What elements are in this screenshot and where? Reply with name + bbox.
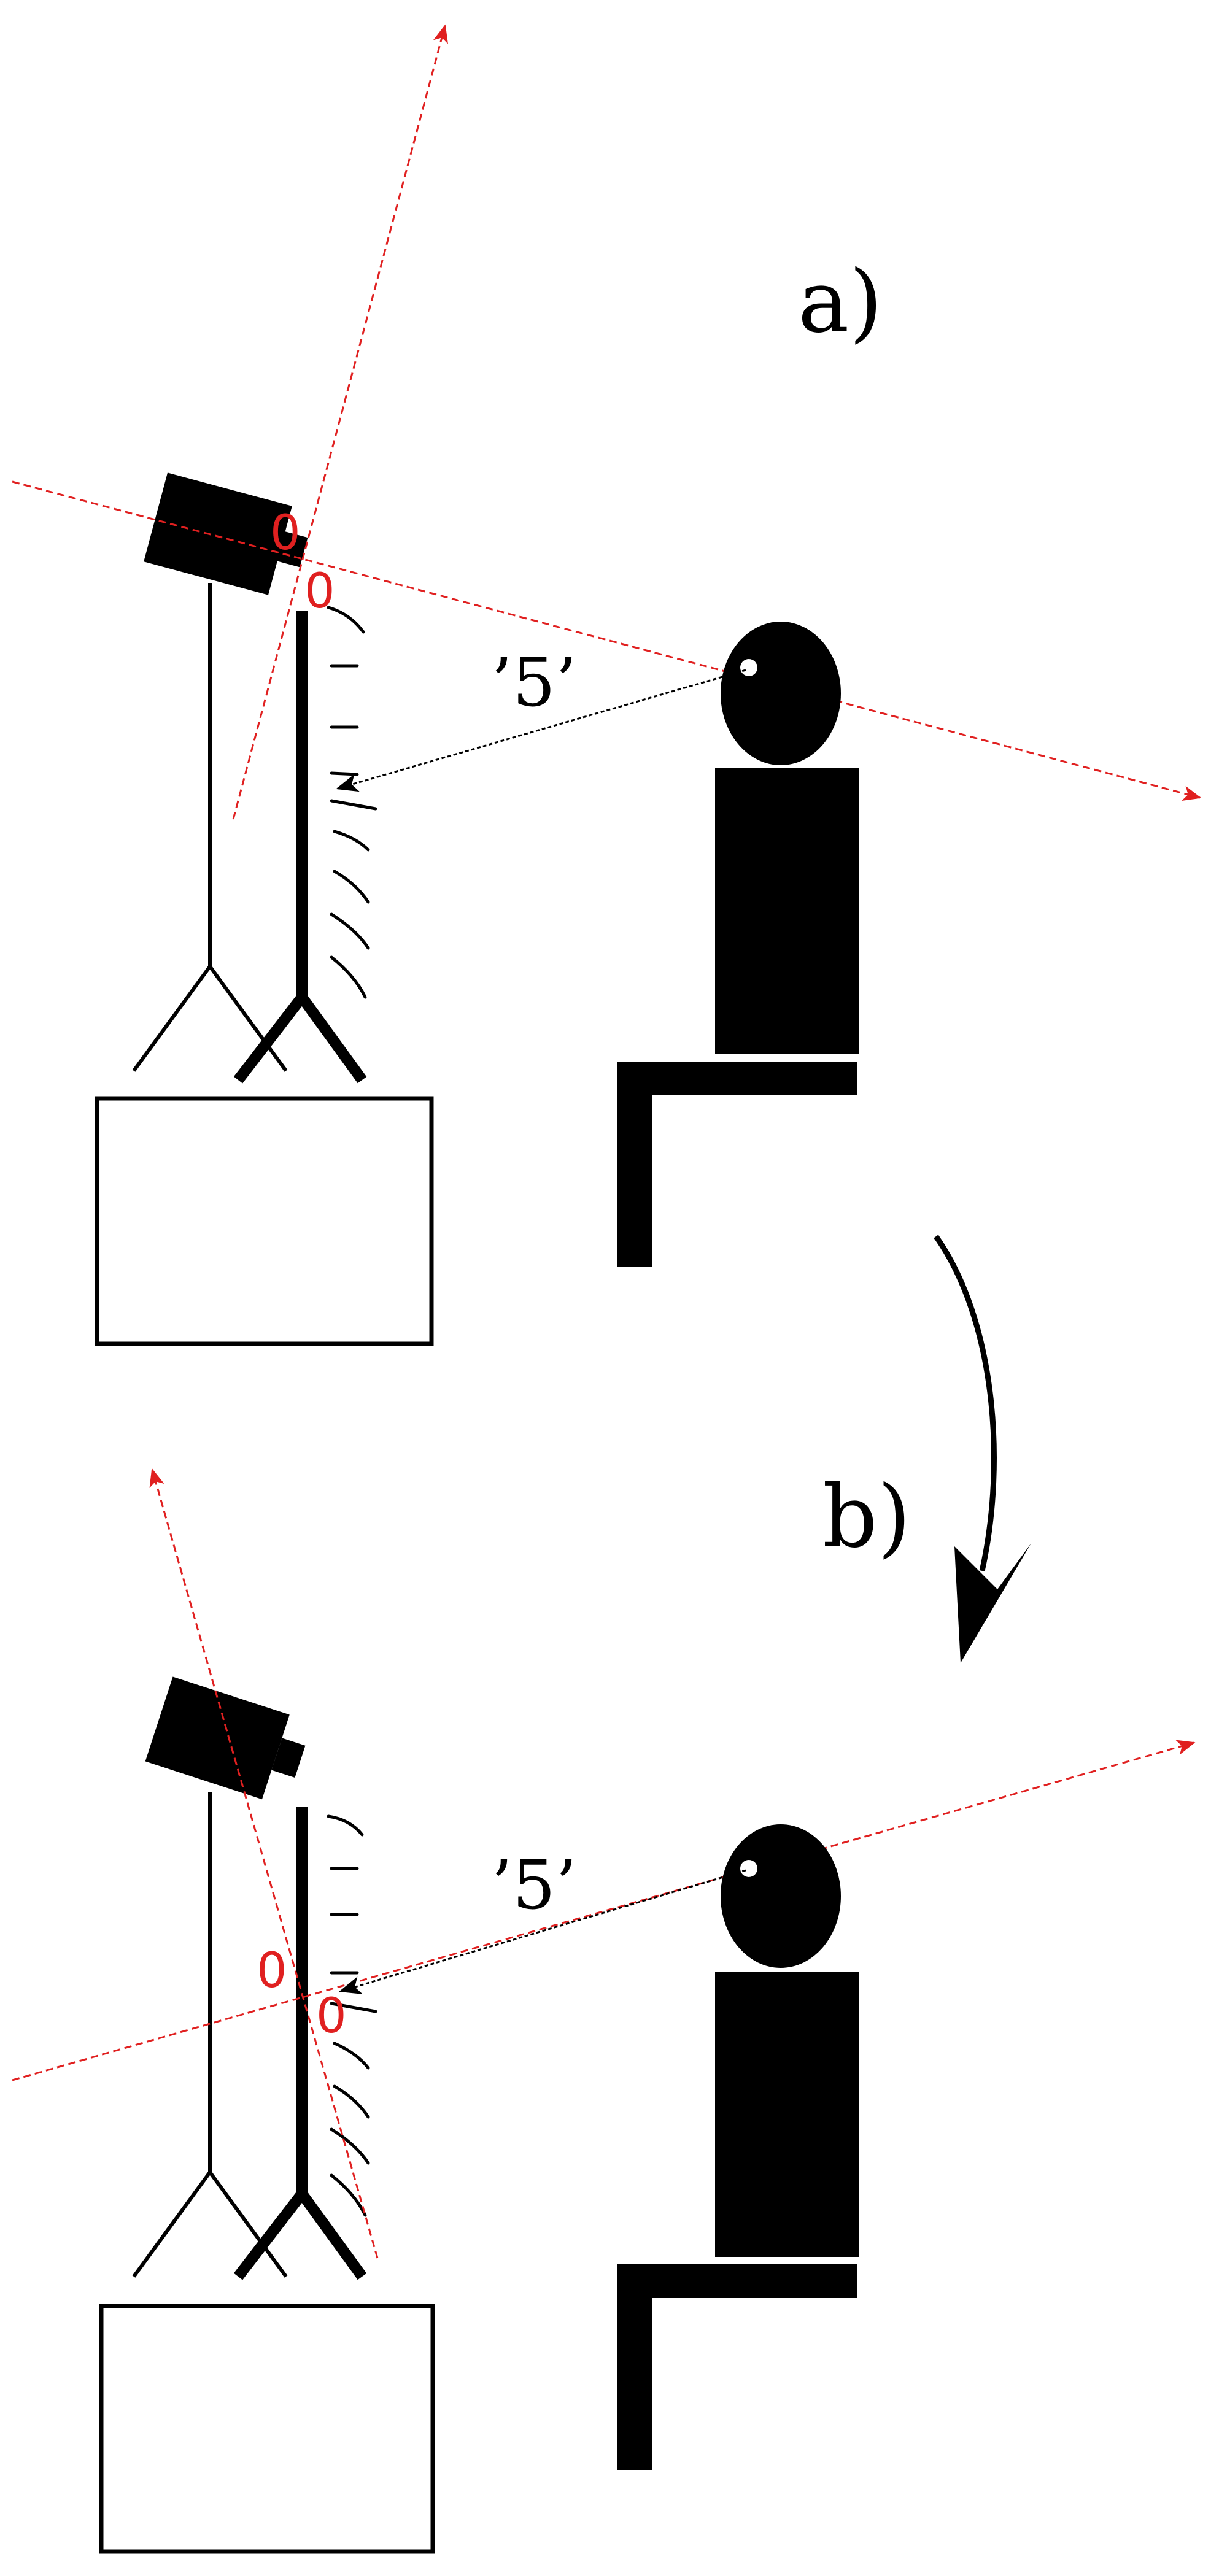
panel-b: b) bbox=[12, 1467, 1196, 2554]
person-a bbox=[715, 622, 859, 1054]
zero-mark-camera-b: 0 bbox=[257, 1943, 287, 1999]
person-eye-b bbox=[740, 1860, 757, 1877]
camera-tripod-a bbox=[132, 583, 288, 1072]
camera-axis-vertical-a bbox=[232, 24, 448, 820]
camera-axis-vertical-b bbox=[149, 1468, 379, 2259]
panel-a-label: a) bbox=[798, 252, 883, 352]
panel-a: a) bbox=[12, 24, 1202, 1346]
display-stand-a bbox=[233, 611, 367, 1084]
panel-b-label: b) bbox=[822, 1467, 911, 1567]
camera-b bbox=[145, 1676, 306, 1800]
camera-axis-horizontal-b bbox=[12, 1740, 1196, 2081]
camera-tripod-b bbox=[132, 1792, 288, 2278]
person-b bbox=[715, 1824, 859, 2257]
base-box-a bbox=[95, 1096, 434, 1346]
distance-arrow-b bbox=[339, 1869, 746, 1994]
scale-ticks-b bbox=[327, 1814, 377, 2217]
chair-b bbox=[617, 2264, 857, 2470]
distance-label-a: ’5’ bbox=[491, 643, 577, 722]
camera-axis-horizontal-a bbox=[12, 480, 1202, 801]
base-box-b bbox=[99, 2304, 435, 2554]
display-stand-b bbox=[233, 1807, 367, 2280]
chair-a bbox=[617, 1062, 857, 1267]
scale-ticks-a bbox=[327, 606, 377, 999]
distance-arrow-a bbox=[336, 669, 746, 792]
transition-arrow bbox=[934, 1235, 1031, 1663]
zero-mark-stand-a: 0 bbox=[304, 564, 335, 619]
zero-mark-camera-a: 0 bbox=[270, 506, 301, 561]
person-eye-a bbox=[740, 659, 757, 676]
distance-label-b: ’5’ bbox=[491, 1846, 577, 1924]
zero-mark-stand-b: 0 bbox=[316, 1989, 347, 2044]
